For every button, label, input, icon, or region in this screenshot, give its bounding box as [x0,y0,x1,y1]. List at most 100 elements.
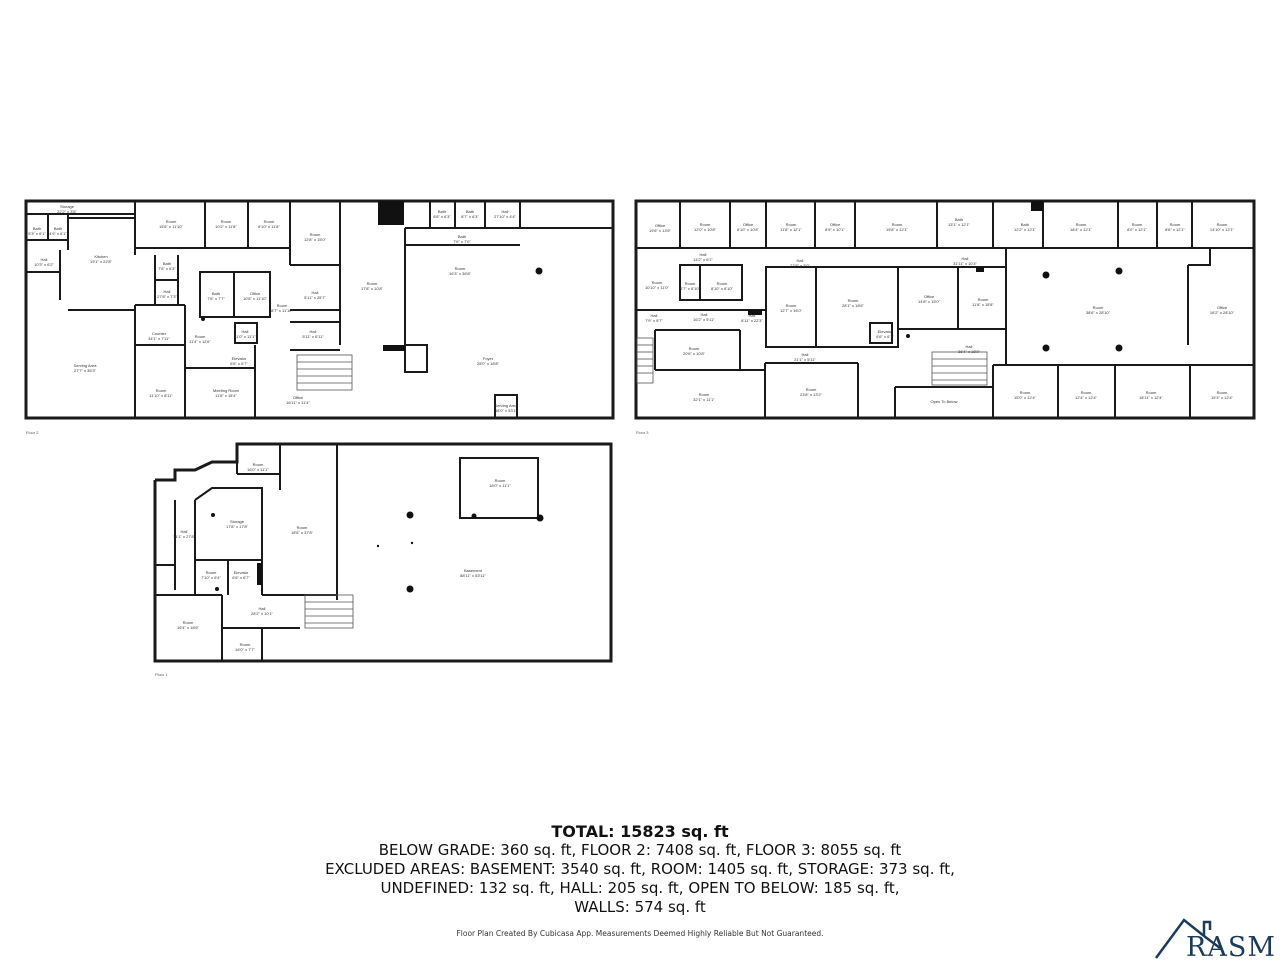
room-dims-label: 8'10" x 8'10" [711,286,734,291]
room-name-label: Bath [458,234,466,239]
summary-line-3: UNDEFINED: 132 sq. ft, HALL: 205 sq. ft,… [380,879,900,897]
room-dims-label: 27'8" x 7'3" [157,294,177,299]
floor-2-stair [296,354,353,391]
room-name-label: Room [1081,390,1092,395]
room-name-label: Room [892,222,903,227]
room-name-label: Hall [700,252,707,257]
room-name-label: Bath [438,209,446,214]
room-name-label: Hall [41,257,48,262]
room-name-label: Room [717,281,728,286]
room-dims-label: 6'6" x 6'7" [876,334,894,339]
room-dims-label: 10'8" x 11'10" [243,296,267,301]
room-name-label: Room [806,387,817,392]
room-name-label: Room [652,280,663,285]
room-dims-label: 14'2" x 6'1" [693,257,713,262]
room-name-label: Room [367,281,378,286]
summary-line-1: BELOW GRADE: 360 sq. ft, FLOOR 2: 7408 s… [378,841,902,859]
room-name-label: Storage [230,519,245,524]
room-dims-label: 58'0" x 53'1" [495,408,518,413]
room-name-label: Room [240,642,251,647]
room-dims-label: 5'11" x 6'11" [302,334,324,339]
room-name-label: Office [830,222,841,227]
room-name-label: Hall [749,313,756,318]
room-dims-label: 6'7" x 8'10" [680,286,700,291]
room-name-label: Room [221,219,232,224]
room-dims-label: 7'10" x 6'4" [201,575,221,580]
room-name-label: Room [310,232,321,237]
room-dims-label: 16'11" x 11'4" [286,400,310,405]
room-dims-label: 18'0" x 11'1" [489,483,511,488]
room-dims-label: 11'8" x 12'1" [780,227,802,232]
room-dims-label: 12'8" x 15'0" [304,237,327,242]
room-dims-label: 10'3" x 6'2" [34,262,54,267]
room-dims-label: 22'2" x 3'6" [57,209,77,214]
room-name-label: Room [1020,390,1031,395]
room-dims-label: 12'4" x 12'4" [1075,395,1098,400]
room-dims-label: 8'6" x 12'1" [1165,227,1185,232]
room-dims-label: 14'10" x 12'1" [1210,227,1235,232]
room-name-label: Bath [54,226,62,231]
total-area: TOTAL: 15823 sq. ft [551,822,729,841]
room-dims-label: 8'9" x 10'1" [825,227,845,232]
room-dims-label: 7'6" x 7'0" [453,239,471,244]
room-dims-label: 8'10" x 11'8" [258,224,280,229]
room-name-label: Room [1170,222,1181,227]
room-dims-label: 16'4" x 18'6" [177,625,200,630]
room-dims-label: 17'8" x 10'8" [361,286,384,291]
room-name-label: Room [685,281,696,286]
room-dims-label: 15'0" x 12'4" [1014,395,1037,400]
floor-1-label: Floor 1 [155,672,168,677]
room-name-label: Bath [466,209,474,214]
room-dims-label: 34'1" x 7'11" [148,336,170,341]
room-name-label: Room [786,303,797,308]
room-name-label: Bath [1021,222,1029,227]
room-dims-label: 6'6" x 6'7" [232,575,250,580]
room-dims-label: 31'11" x 10'3" [953,261,977,266]
room-dims-label: 11'4" x 12'6" [189,339,211,344]
room-name-label: Room [848,298,859,303]
credit-note: Floor Plan Created By Cubicasa App. Meas… [456,929,824,938]
room-dims-label: 17'8" x 17'8" [226,524,249,529]
room-dims-label: 7'6" x 7'7" [207,296,225,301]
room-dims-label: 11'8" x 15'4" [215,393,237,398]
room-name-label: Office [743,222,754,227]
room-name-label: Bath [955,217,963,222]
room-dims-label: 11'8" x 15'8" [972,302,994,307]
room-dims-label: 12'7" x 16'0" [780,308,803,313]
room-name-label: Office [655,223,666,228]
room-dims-label: 18'11" x 12'4" [1139,395,1163,400]
room-dims-label: 14'8" x 15'0" [918,299,941,304]
room-name-label: Open To Below [930,399,957,404]
room-dims-label: 8'11" x 22'3" [741,318,763,323]
room-dims-label: 38'6" x 28'10" [1086,310,1111,315]
room-dims-label: 28'0" x 18'8" [477,361,500,366]
room-dims-label: 12'2" x 12'1" [1014,227,1037,232]
room-dims-label: 12'0" x 10'8" [694,227,717,232]
room-name-label: Room [699,392,710,397]
room-name-label: Hall [797,258,804,263]
room-dims-label: 8'7" x 6'3" [461,214,479,219]
room-name-label: Elevator [232,356,247,361]
room-dims-label: 19'1" x 22'8" [90,259,113,264]
room-dims-label: 8'10" x 10'8" [737,227,760,232]
room-name-label: Room [277,303,288,308]
room-dims-label: 27'10" x 4'4" [494,214,517,219]
room-dims-label: 18'6" x 37'8" [291,530,314,535]
room-dims-label: 13'1" x 12'1" [948,222,971,227]
rasm-logo: RASM [1186,932,1276,963]
room-name-label: Room [1076,222,1087,227]
room-name-label: Office [1217,305,1228,310]
room-dims-label: 20'6" x 10'8" [683,351,706,356]
room-dims-label: 5'3" x 6'1" [28,231,46,236]
room-dims-label: 4'9" x 6'1" [49,231,67,236]
room-name-label: Room [978,297,989,302]
room-name-label: Room [195,334,206,339]
room-name-label: Room [455,266,466,271]
room-name-label: Room [264,219,275,224]
room-dims-label: 7'9" x 9'7" [645,318,663,323]
room-dims-label: 15'3" x 12'4" [1211,395,1234,400]
floor-3-plan: Floor 3 [634,199,1256,435]
room-dims-label: 14'1" x 27'8" [173,534,196,539]
room-name-label: Hall [962,256,969,261]
area-summary: TOTAL: 15823 sq. ft BELOW GRADE: 360 sq.… [0,822,1280,917]
